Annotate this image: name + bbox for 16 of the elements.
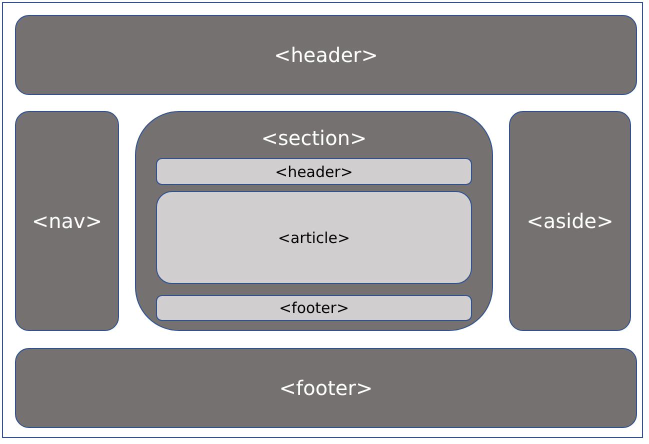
tag-label: <footer> [279,376,373,400]
aside-region [509,111,631,331]
header-region [15,15,637,95]
article-region [156,191,472,284]
section-footer-region [156,295,472,321]
tag-label: <article> [278,228,350,246]
tag-label: <section> [261,126,367,150]
tag-label: <header> [275,162,353,180]
section-header-region [156,158,472,185]
tag-label: <aside> [526,209,614,233]
nav-region [15,111,119,331]
footer-region [15,348,637,428]
tag-label: <header> [274,43,378,67]
tag-label: <footer> [278,299,350,317]
section-region [135,111,493,331]
tag-label: <nav> [32,209,102,233]
